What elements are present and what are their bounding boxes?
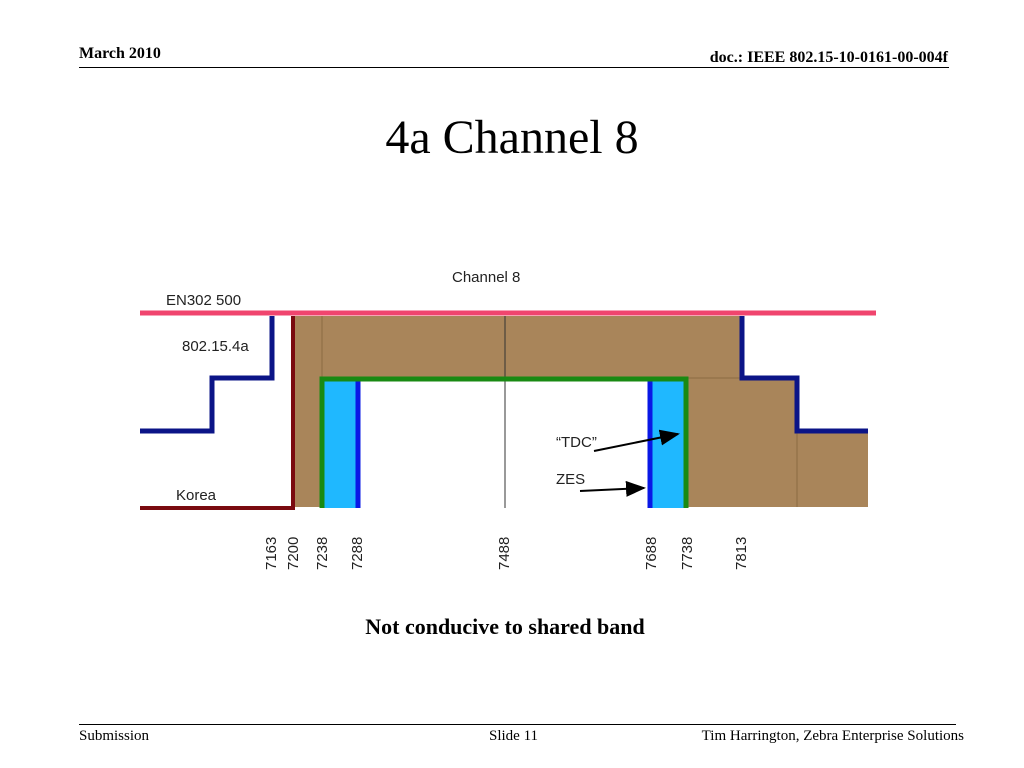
zes-band-left (322, 380, 358, 508)
tick-label: 7688 (643, 537, 660, 570)
footer-author: Tim Harrington, Zebra Enterprise Solutio… (701, 728, 964, 744)
tick-label: 7488 (496, 537, 513, 570)
tick-label: 7738 (679, 537, 696, 570)
zes-band-right (650, 380, 686, 508)
tdc-label: “TDC” (556, 434, 597, 451)
footer-slide-number: Slide 11 (489, 728, 539, 744)
slide-caption: Not conducive to shared band (365, 614, 645, 639)
tick-label: 7288 (349, 537, 366, 570)
tdc-outline (319, 376, 689, 508)
tick-label: 7813 (733, 537, 750, 570)
zes-arrow (579, 480, 646, 497)
tick-label: 7163 (263, 537, 280, 570)
footer-submission: Submission (79, 728, 150, 744)
slide-title: 4a Channel 8 (385, 111, 639, 164)
header-divider (79, 67, 949, 68)
korea-label: Korea (176, 487, 217, 504)
channel-label: Channel 8 (452, 269, 520, 286)
zes-label: ZES (556, 471, 585, 488)
std-802154a-mask-right (739, 316, 868, 434)
korea-mask (140, 316, 295, 510)
en302-label: EN302 500 (166, 292, 241, 309)
std-802154a-mask-left (140, 316, 275, 434)
std-802154a-label: 802.15.4a (182, 338, 249, 355)
header-doc-id: doc.: IEEE 802.15-10-0161-00-004f (709, 49, 948, 66)
footer-divider (79, 724, 956, 725)
tick-label: 7238 (314, 537, 331, 570)
frequency-ticks: 7163 7200 7238 7288 7488 7688 7738 7813 (263, 537, 750, 570)
tdc-arrow (593, 429, 680, 452)
tick-label: 7200 (285, 537, 302, 570)
inner-window (322, 378, 686, 508)
header-date: March 2010 (79, 45, 161, 62)
